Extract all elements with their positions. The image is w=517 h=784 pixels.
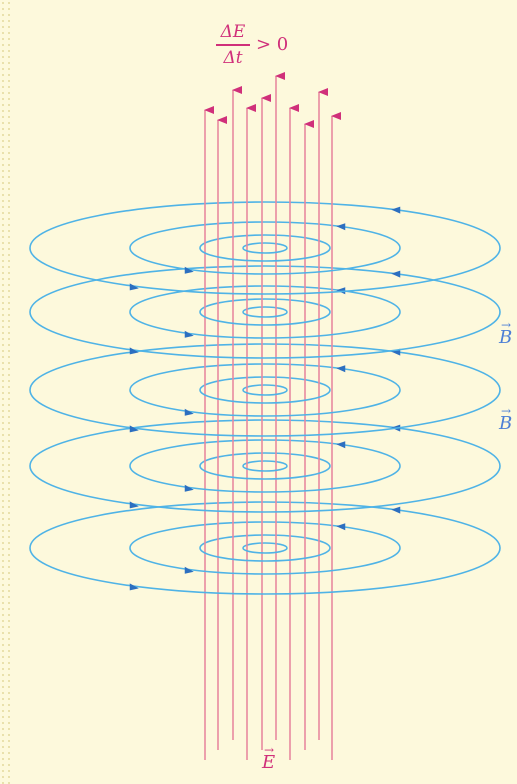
magnetic-field-symbol: B bbox=[499, 413, 513, 434]
electric-field-lines bbox=[204, 72, 341, 760]
formula-denominator: Δt bbox=[223, 47, 243, 68]
b-ring-front bbox=[29, 389, 501, 437]
b-direction-arrowhead bbox=[129, 425, 139, 433]
b-ring-back bbox=[242, 242, 288, 249]
formula-relation: > 0 bbox=[256, 34, 289, 56]
b-direction-arrowhead bbox=[184, 484, 194, 492]
b-ring-front bbox=[242, 547, 288, 554]
b-direction-arrowhead bbox=[336, 441, 346, 449]
vector-arrow-icon: → bbox=[264, 743, 275, 757]
vector-arrow-icon: → bbox=[501, 318, 512, 332]
formula-numerator: ΔE bbox=[220, 22, 246, 42]
b-direction-arrowhead bbox=[129, 501, 139, 509]
b-direction-arrowhead bbox=[391, 206, 401, 214]
magnetic-field-label-1: → B bbox=[499, 318, 513, 348]
rate-of-change-formula: ΔE Δt > 0 bbox=[216, 22, 288, 68]
b-ring-back bbox=[242, 460, 288, 467]
vector-arrow-icon: → bbox=[501, 404, 512, 418]
b-ring-back bbox=[242, 542, 288, 549]
b-ring-back bbox=[29, 201, 501, 249]
b-ring-back bbox=[199, 234, 331, 249]
b-ring-back bbox=[199, 534, 331, 549]
b-direction-arrowhead bbox=[184, 566, 194, 574]
electric-field-label: → E bbox=[262, 743, 276, 773]
left-dotted-border bbox=[0, 0, 12, 784]
b-ring-front bbox=[199, 389, 331, 404]
b-direction-arrowhead bbox=[184, 266, 194, 274]
b-ring-front bbox=[29, 465, 501, 513]
b-ring-front bbox=[29, 311, 501, 359]
b-ring-front bbox=[129, 465, 401, 493]
b-direction-arrowhead bbox=[184, 330, 194, 338]
b-ring-back bbox=[129, 439, 401, 467]
b-ring-back bbox=[242, 384, 288, 391]
electric-field-symbol: E bbox=[262, 752, 276, 773]
b-ring-back bbox=[129, 521, 401, 549]
b-ring-back bbox=[29, 501, 501, 549]
b-ring-front bbox=[242, 311, 288, 318]
b-direction-arrowhead bbox=[336, 365, 346, 373]
b-ring-back bbox=[199, 376, 331, 391]
magnetic-field-symbol: B bbox=[499, 327, 513, 348]
b-ring-front bbox=[242, 247, 288, 254]
b-direction-arrowhead bbox=[129, 583, 139, 591]
b-direction-arrowhead bbox=[129, 283, 139, 291]
b-direction-arrowhead bbox=[391, 506, 401, 514]
b-ring-back bbox=[129, 285, 401, 313]
b-direction-arrowhead bbox=[336, 287, 346, 295]
b-ring-back bbox=[129, 221, 401, 249]
b-ring-front bbox=[129, 311, 401, 339]
b-ring-front bbox=[199, 311, 331, 326]
b-ring-back bbox=[199, 298, 331, 313]
b-ring-front bbox=[199, 247, 331, 262]
b-ring-back bbox=[29, 419, 501, 467]
b-direction-arrowhead bbox=[336, 523, 346, 531]
b-direction-arrowhead bbox=[184, 408, 194, 416]
b-ring-back bbox=[199, 452, 331, 467]
b-ring-front bbox=[129, 547, 401, 575]
b-ring-front bbox=[29, 547, 501, 595]
b-ring-front bbox=[199, 547, 331, 562]
b-direction-arrowhead bbox=[336, 223, 346, 231]
magnetic-field-label-2: → B bbox=[499, 404, 513, 434]
fraction: ΔE Δt bbox=[216, 22, 250, 68]
b-ring-back bbox=[242, 306, 288, 313]
b-ring-front bbox=[199, 465, 331, 480]
b-ring-front bbox=[129, 389, 401, 417]
b-ring-front bbox=[242, 389, 288, 396]
b-ring-back bbox=[129, 363, 401, 391]
fraction-bar bbox=[216, 44, 250, 46]
b-direction-arrowhead bbox=[391, 270, 401, 278]
b-ring-front bbox=[242, 465, 288, 472]
b-ring-front bbox=[29, 247, 501, 295]
magnetic-rings-back bbox=[29, 201, 501, 549]
b-direction-arrowhead bbox=[129, 347, 139, 355]
magnetic-rings-front bbox=[29, 247, 501, 595]
b-ring-back bbox=[29, 265, 501, 313]
b-ring-back bbox=[29, 343, 501, 391]
b-ring-front bbox=[129, 247, 401, 275]
